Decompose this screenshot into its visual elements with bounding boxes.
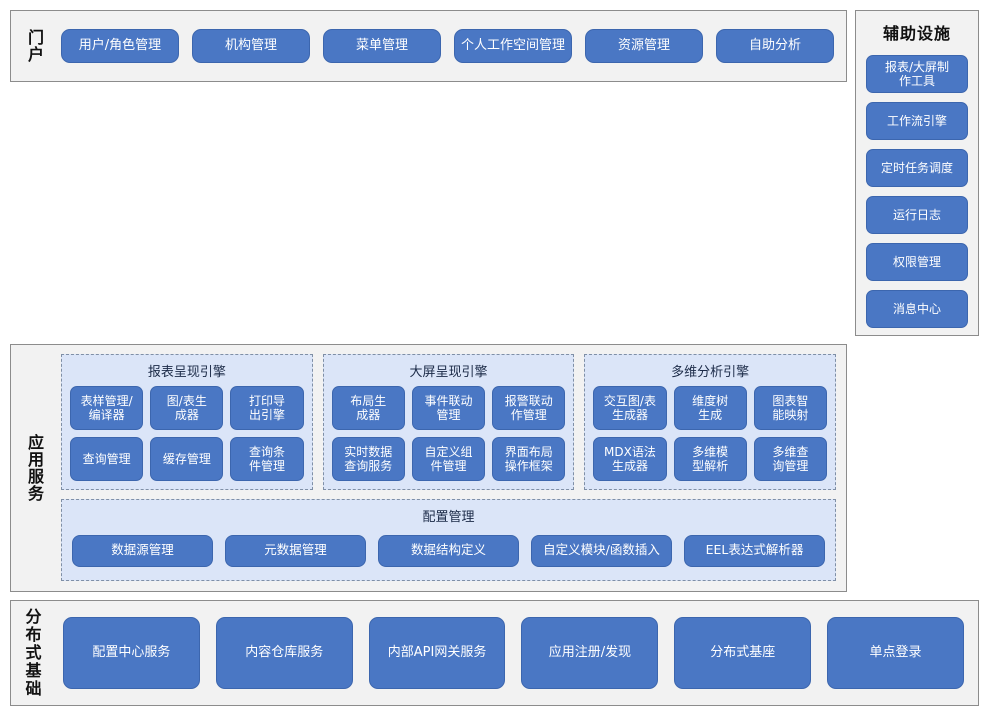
bigscreen-engine-item-layout-generator[interactable]: 布局生 成器 xyxy=(331,386,405,430)
report-engine-item-query-management[interactable]: 查询管理 xyxy=(70,437,144,481)
panel-configuration-management-title: 配置管理 xyxy=(422,510,475,525)
aux-items: 报表/大屏制 作工具 工作流引擎 定时任务调度 运行日志 权限管理 消息中心 xyxy=(866,55,968,328)
panel-bigscreen-engine: 大屏呈现引擎 布局生 成器 事件联动 管理 报警联动 作管理 实时数据 查询服务… xyxy=(322,354,575,490)
middle-row: 应用服务 报表呈现引擎 表样管理/ 编译器 图/表生 成器 打印导 出引擎 查询… xyxy=(10,344,979,592)
portal-section: 门户 用户/角色管理 机构管理 菜单管理 个人工作空间管理 资源管理 自助分析 xyxy=(10,10,847,82)
base-item-content-repository[interactable]: 内容仓库服务 xyxy=(215,617,353,689)
base-item-distributed-foundation[interactable]: 分布式基座 xyxy=(674,617,812,689)
aux-item-message-center[interactable]: 消息中心 xyxy=(866,290,968,328)
panel-bigscreen-engine-items: 布局生 成器 事件联动 管理 报警联动 作管理 实时数据 查询服务 自定义组 件… xyxy=(331,386,566,481)
aux-item-runtime-log[interactable]: 运行日志 xyxy=(866,196,968,234)
aux-section: 辅助设施 报表/大屏制 作工具 工作流引擎 定时任务调度 运行日志 权限管理 消… xyxy=(855,10,979,336)
aux-column-top: 辅助设施 报表/大屏制 作工具 工作流引擎 定时任务调度 运行日志 权限管理 消… xyxy=(855,10,979,336)
application-services-section: 应用服务 报表呈现引擎 表样管理/ 编译器 图/表生 成器 打印导 出引擎 查询… xyxy=(10,344,847,592)
report-engine-item-chart-generator[interactable]: 图/表生 成器 xyxy=(150,386,224,430)
app-services-band-label: 应用服务 xyxy=(11,345,57,591)
base-item-sso[interactable]: 单点登录 xyxy=(827,617,964,689)
config-item-eel-parser[interactable]: EEL表达式解析器 xyxy=(684,534,825,567)
olap-engine-item-dimension-tree[interactable]: 维度树 生成 xyxy=(673,386,747,430)
panel-report-engine-title: 报表呈现引擎 xyxy=(147,365,226,380)
portal-item-self-service[interactable]: 自助分析 xyxy=(716,29,834,63)
architecture-diagram: 门户 用户/角色管理 机构管理 菜单管理 个人工作空间管理 资源管理 自助分析 … xyxy=(10,10,979,706)
top-row: 门户 用户/角色管理 机构管理 菜单管理 个人工作空间管理 资源管理 自助分析 … xyxy=(10,10,979,336)
base-items: 配置中心服务 内容仓库服务 内部API网关服务 应用注册/发现 分布式基座 单点… xyxy=(57,601,978,705)
report-engine-item-cache-management[interactable]: 缓存管理 xyxy=(150,437,224,481)
aux-item-report-tool[interactable]: 报表/大屏制 作工具 xyxy=(866,55,968,93)
config-item-datasource[interactable]: 数据源管理 xyxy=(72,534,213,567)
configuration-management-items: 数据源管理 元数据管理 数据结构定义 自定义模块/函数插入 EEL表达式解析器 xyxy=(72,531,825,570)
config-item-data-structure[interactable]: 数据结构定义 xyxy=(378,534,519,567)
olap-engine-item-smart-mapping[interactable]: 图表智 能映射 xyxy=(753,386,828,430)
bigscreen-engine-item-custom-component[interactable]: 自定义组 件管理 xyxy=(411,437,486,481)
base-item-config-center[interactable]: 配置中心服务 xyxy=(63,617,200,689)
panel-olap-engine-items: 交互图/表 生成器 维度树 生成 图表智 能映射 MDX语法 生成器 多维模 型… xyxy=(593,386,828,481)
bigscreen-engine-item-alarm-action[interactable]: 报警联动 作管理 xyxy=(492,386,566,430)
aux-item-scheduler[interactable]: 定时任务调度 xyxy=(866,149,968,187)
portal-item-workspace[interactable]: 个人工作空间管理 xyxy=(454,29,572,63)
aux-item-workflow-engine[interactable]: 工作流引擎 xyxy=(866,102,968,140)
bottom-row: 分布式基础 配置中心服务 内容仓库服务 内部API网关服务 应用注册/发现 分布… xyxy=(10,600,979,706)
report-engine-item-template-compiler[interactable]: 表样管理/ 编译器 xyxy=(70,386,144,430)
aux-title: 辅助设施 xyxy=(882,24,951,43)
config-item-metadata[interactable]: 元数据管理 xyxy=(225,534,366,567)
olap-engine-item-model-parser[interactable]: 多维模 型解析 xyxy=(673,437,747,481)
panel-olap-engine-title: 多维分析引擎 xyxy=(671,365,750,380)
panel-configuration-management: 配置管理 数据源管理 元数据管理 数据结构定义 自定义模块/函数插入 EEL表达… xyxy=(61,499,836,581)
base-band-label: 分布式基础 xyxy=(11,601,57,705)
portal-item-resource[interactable]: 资源管理 xyxy=(585,29,703,63)
bigscreen-engine-item-realtime-query[interactable]: 实时数据 查询服务 xyxy=(331,437,405,481)
panel-olap-engine: 多维分析引擎 交互图/表 生成器 维度树 生成 图表智 能映射 MDX语法 生成… xyxy=(584,354,837,490)
portal-band-label-text: 门户 xyxy=(24,29,44,63)
portal-band-label: 门户 xyxy=(11,11,57,81)
config-item-custom-module[interactable]: 自定义模块/函数插入 xyxy=(531,534,672,567)
bigscreen-engine-item-event-linkage[interactable]: 事件联动 管理 xyxy=(411,386,486,430)
report-engine-item-query-condition[interactable]: 查询条 件管理 xyxy=(230,437,304,481)
base-band-label-text: 分布式基础 xyxy=(25,607,43,698)
app-services-band-label-text: 应用服务 xyxy=(24,434,44,502)
portal-item-user-role[interactable]: 用户/角色管理 xyxy=(61,29,179,63)
engine-panels: 报表呈现引擎 表样管理/ 编译器 图/表生 成器 打印导 出引擎 查询管理 缓存… xyxy=(61,354,837,490)
base-item-app-registry[interactable]: 应用注册/发现 xyxy=(521,617,659,689)
panel-report-engine: 报表呈现引擎 表样管理/ 编译器 图/表生 成器 打印导 出引擎 查询管理 缓存… xyxy=(61,354,313,490)
app-services-body: 报表呈现引擎 表样管理/ 编译器 图/表生 成器 打印导 出引擎 查询管理 缓存… xyxy=(57,345,846,591)
panel-report-engine-items: 表样管理/ 编译器 图/表生 成器 打印导 出引擎 查询管理 缓存管理 查询条 … xyxy=(70,386,304,481)
base-item-api-gateway[interactable]: 内部API网关服务 xyxy=(368,617,506,689)
report-engine-item-print-export[interactable]: 打印导 出引擎 xyxy=(230,386,304,430)
distributed-base-section: 分布式基础 配置中心服务 内容仓库服务 内部API网关服务 应用注册/发现 分布… xyxy=(10,600,979,706)
portal-item-menu[interactable]: 菜单管理 xyxy=(323,29,441,63)
olap-engine-item-multidim-query[interactable]: 多维查 询管理 xyxy=(753,437,828,481)
aux-column-spacer xyxy=(855,344,979,592)
portal-items: 用户/角色管理 机构管理 菜单管理 个人工作空间管理 资源管理 自助分析 xyxy=(57,11,846,81)
olap-engine-item-interactive-chart[interactable]: 交互图/表 生成器 xyxy=(593,386,667,430)
aux-item-permission[interactable]: 权限管理 xyxy=(866,243,968,281)
bigscreen-engine-item-layout-framework[interactable]: 界面布局 操作框架 xyxy=(492,437,566,481)
olap-engine-item-mdx-generator[interactable]: MDX语法 生成器 xyxy=(593,437,667,481)
portal-item-org[interactable]: 机构管理 xyxy=(192,29,310,63)
panel-bigscreen-engine-title: 大屏呈现引擎 xyxy=(409,365,488,380)
